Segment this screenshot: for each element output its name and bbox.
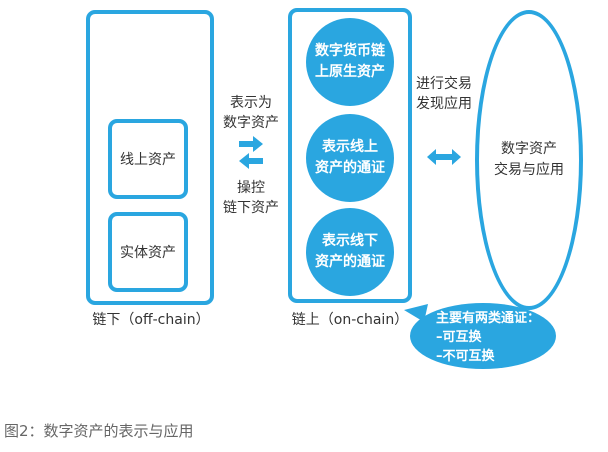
figure-caption: 图2：数字资产的表示与应用 bbox=[4, 422, 194, 440]
trade-label-line1: 进行交易 bbox=[416, 76, 472, 92]
represent-label-line1: 表示为 bbox=[230, 95, 272, 111]
offline-token-circle: 表示线下 资产的通证 bbox=[306, 208, 394, 296]
offchain-label: 链下（off-chain） bbox=[92, 312, 210, 328]
trade-label: 进行交易 发现应用 bbox=[412, 74, 476, 114]
digital-asset-ellipse: 数字资产 交易与应用 bbox=[475, 10, 583, 310]
online-token-line2: 资产的通证 bbox=[315, 160, 385, 176]
double-arrow-icon bbox=[427, 149, 461, 165]
online-token-circle: 表示线上 资产的通证 bbox=[306, 114, 394, 202]
physical-assets-box: 实体资产 bbox=[108, 212, 188, 292]
bubble-line1: 主要有两类通证： bbox=[436, 311, 541, 326]
control-label-line2: 链下资产 bbox=[223, 200, 279, 216]
control-label: 操控 链下资产 bbox=[214, 178, 288, 218]
online-assets-box: 线上资产 bbox=[108, 119, 188, 199]
ellipse-line1: 数字资产 bbox=[501, 141, 557, 157]
offline-token-line2: 资产的通证 bbox=[315, 254, 385, 270]
online-token-line1: 表示线上 bbox=[322, 139, 378, 155]
represent-label-line2: 数字资产 bbox=[223, 115, 279, 131]
native-crypto-line1: 数字货币链 bbox=[315, 43, 385, 59]
native-crypto-line2: 上原生资产 bbox=[315, 64, 385, 80]
online-assets-label: 线上资产 bbox=[120, 152, 176, 168]
offline-token-line1: 表示线下 bbox=[322, 233, 378, 249]
bubble-line3: –不可互换 bbox=[436, 349, 495, 364]
token-types-bubble: 主要有两类通证： –可互换 –不可互换 bbox=[410, 303, 556, 369]
control-label-line1: 操控 bbox=[237, 180, 265, 196]
onchain-label: 链上（on-chain） bbox=[291, 312, 409, 328]
represent-label: 表示为 数字资产 bbox=[214, 93, 288, 133]
bubble-line2: –可互换 bbox=[436, 330, 482, 345]
ellipse-line2: 交易与应用 bbox=[494, 162, 564, 178]
trade-label-line2: 发现应用 bbox=[416, 96, 472, 112]
physical-assets-label: 实体资产 bbox=[120, 245, 176, 261]
exchange-arrows-icon bbox=[239, 136, 263, 169]
native-crypto-circle: 数字货币链 上原生资产 bbox=[306, 18, 394, 106]
